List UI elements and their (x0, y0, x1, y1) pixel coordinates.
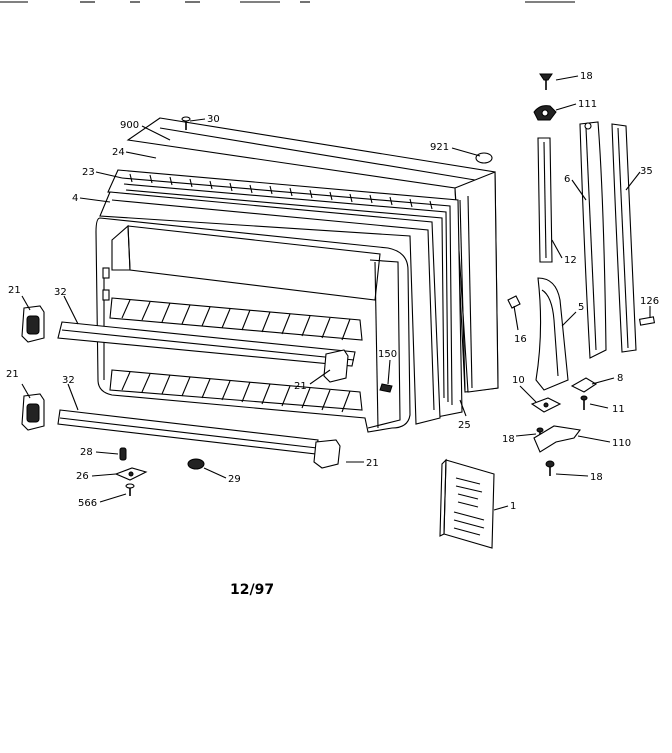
callout-32: 32 (54, 287, 67, 298)
upper-shelf-ribs (121, 299, 351, 341)
screw-18-bottom (545, 460, 555, 476)
callout-150: 150 (378, 349, 397, 360)
callout-21: 21 (6, 369, 19, 380)
callout-labels: 18 111 30 900 921 24 23 4 6 35 12 21 32 … (6, 71, 659, 512)
callout-900: 900 (120, 120, 139, 131)
handle-end-cap-5 (535, 277, 569, 391)
callout-11: 11 (612, 404, 625, 415)
callout-1: 1 (510, 501, 516, 512)
shelf-end-cap-right-upper (323, 349, 349, 383)
callout-35: 35 (640, 166, 653, 177)
door-gasket-frames (99, 169, 463, 425)
spacer-8 (570, 377, 598, 393)
callout-10: 10 (512, 375, 525, 386)
callout-18: 18 (590, 472, 603, 483)
callout-30: 30 (207, 114, 220, 125)
callout-566: 566 (78, 498, 97, 509)
pin-126 (638, 316, 656, 326)
bracket-10 (530, 397, 562, 413)
callout-23: 23 (82, 167, 95, 178)
handle-6 (579, 121, 607, 359)
callout-18: 18 (502, 434, 515, 445)
callout-110: 110 (612, 438, 631, 449)
callout-21: 21 (294, 381, 307, 392)
callout-8: 8 (617, 373, 623, 384)
trim-12 (537, 137, 553, 263)
callout-24: 24 (112, 147, 125, 158)
shelf-end-cap-left-lower (21, 393, 45, 431)
owners-manual (439, 458, 495, 549)
callout-16: 16 (514, 334, 527, 345)
screw-30 (181, 116, 191, 130)
callout-18: 18 (580, 71, 593, 82)
callout-21: 21 (8, 285, 21, 296)
callout-12: 12 (564, 255, 577, 266)
hinge-cap-111 (533, 105, 557, 121)
callout-29: 29 (228, 474, 241, 485)
screw-18-top (539, 73, 553, 90)
callout-5: 5 (578, 302, 584, 313)
callout-21: 21 (366, 458, 379, 469)
screw-566 (125, 483, 135, 496)
callout-25: 25 (458, 420, 471, 431)
lower-shelf-ribs (121, 371, 351, 413)
hinge-110 (533, 425, 581, 453)
trim-35 (611, 123, 637, 353)
plug-29 (187, 458, 205, 470)
callout-28: 28 (80, 447, 93, 458)
door-shelf-bar-lower (57, 409, 319, 455)
callout-26: 26 (76, 471, 89, 482)
screw-150 (379, 383, 393, 393)
gasket-hatching (129, 173, 433, 210)
shelf-end-cap-left-upper (21, 305, 45, 343)
outer-door-panel (126, 117, 499, 393)
date-code: 12/97 (230, 582, 274, 598)
callout-4: 4 (72, 193, 78, 204)
shelf-end-cap-right-lower (313, 439, 341, 469)
callout-6: 6 (564, 174, 570, 185)
screw-28 (119, 447, 127, 461)
screw-11 (580, 395, 588, 410)
leader-lines (21, 75, 651, 511)
callout-126: 126 (640, 296, 659, 307)
manual-text-lines (453, 477, 485, 536)
stop-26 (114, 467, 148, 481)
inner-door-liner (95, 217, 411, 433)
callout-111: 111 (578, 99, 597, 110)
plug-921 (475, 152, 493, 164)
callout-921: 921 (430, 142, 449, 153)
screw-16 (507, 295, 521, 309)
callout-32: 32 (62, 375, 75, 386)
door-shelf-bar-upper (57, 321, 356, 367)
